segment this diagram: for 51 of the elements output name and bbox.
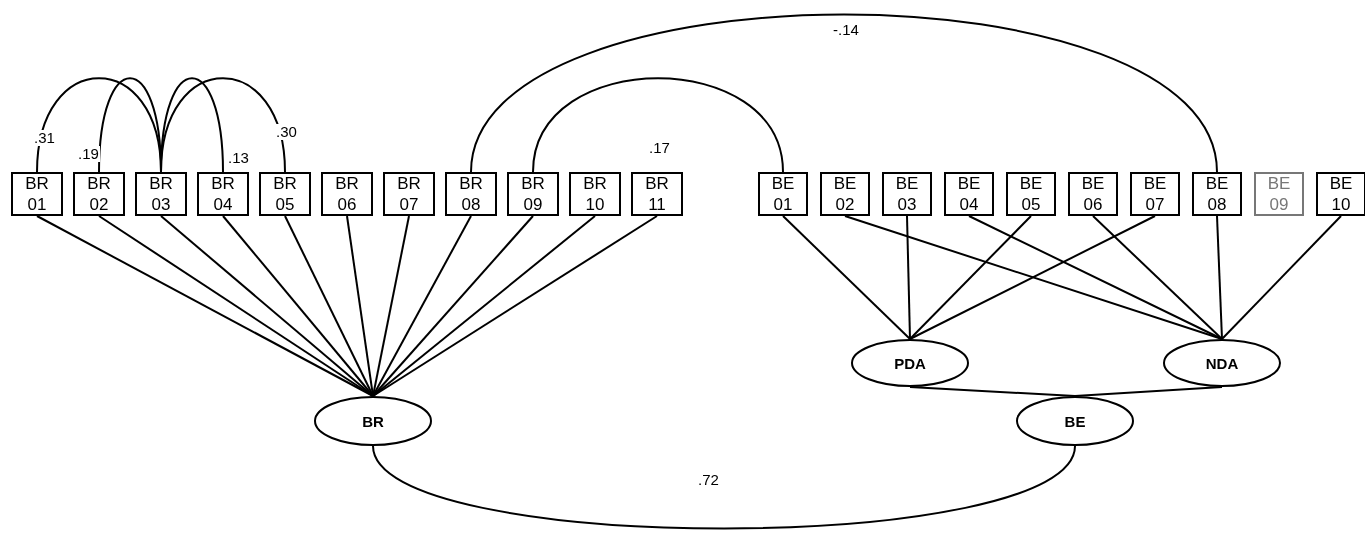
latent-ellipse: NDA [1163,339,1281,387]
indicator-box: BR 11 [631,172,683,216]
path-line [372,215,596,397]
indicator-box: BR 05 [259,172,311,216]
path-line [909,215,1156,340]
indicator-box: BE 09 [1254,172,1304,216]
path-line [906,215,911,340]
indicator-box: BE 04 [944,172,994,216]
path-line [909,386,1076,397]
indicator-box: BR 03 [135,172,187,216]
latent-ellipse: BR [314,396,432,446]
indicator-box: BR 09 [507,172,559,216]
indicator-box: BE 08 [1192,172,1242,216]
path-line [1221,215,1342,340]
edge-label: .30 [275,124,298,140]
indicator-box: BR 04 [197,172,249,216]
indicator-box: BE 01 [758,172,808,216]
path-line [782,215,911,340]
latent-ellipse: PDA [851,339,969,387]
indicator-box: BR 10 [569,172,621,216]
correlation-arc [160,77,224,173]
correlation-arc [470,13,1218,173]
path-line [372,215,658,397]
edge-label: -.14 [832,22,860,38]
indicator-box: BE 03 [882,172,932,216]
path-line [372,215,410,397]
path-line [909,215,1032,340]
edge-label: .17 [648,140,671,156]
indicator-box: BR 06 [321,172,373,216]
indicator-box: BR 02 [73,172,125,216]
indicator-box: BR 01 [11,172,63,216]
indicator-box: BR 08 [445,172,497,216]
correlation-arc [160,77,286,173]
indicator-box: BE 07 [1130,172,1180,216]
edge-label: .72 [697,472,720,488]
path-line [98,215,374,397]
correlation-arc [532,77,784,173]
correlation-arc [98,77,162,173]
indicator-box: BE 10 [1316,172,1365,216]
indicator-box: BE 06 [1068,172,1118,216]
path-line [1092,215,1223,340]
latent-ellipse: BE [1016,396,1134,446]
indicator-box: BR 07 [383,172,435,216]
indicator-box: BE 05 [1006,172,1056,216]
edge-label: .31 [33,130,56,146]
indicator-box: BE 02 [820,172,870,216]
edge-label: .13 [227,150,250,166]
correlation-arc [36,77,162,173]
path-line [1074,386,1223,397]
edge-label: .19 [77,146,100,162]
path-line [1216,215,1223,340]
